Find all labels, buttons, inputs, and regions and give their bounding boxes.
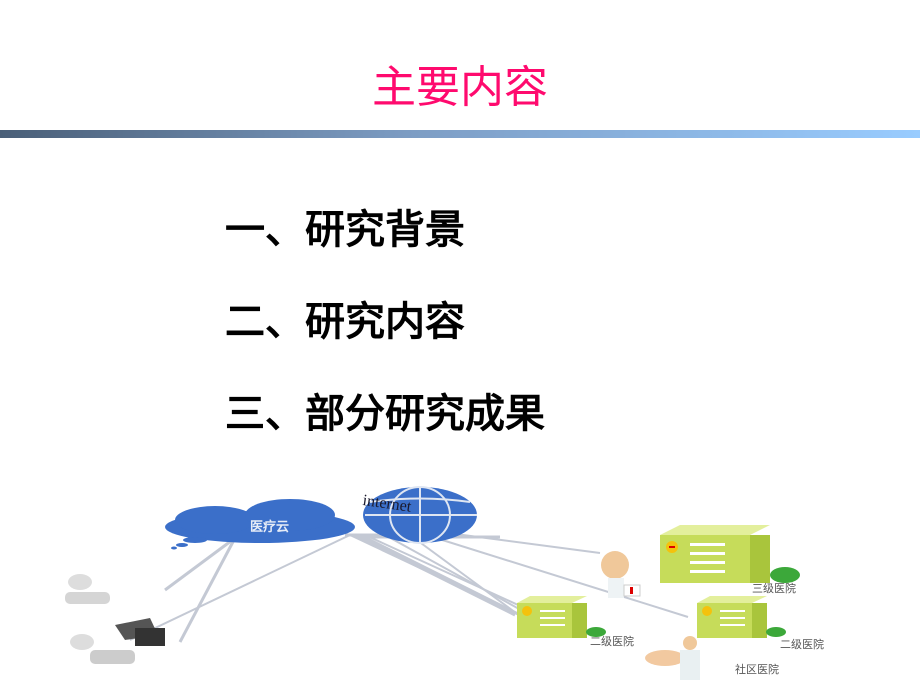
toc-item: 二、研究内容: [225, 299, 465, 345]
globe-icon: internet: [362, 486, 477, 544]
hospital-label: 三级医院: [752, 581, 796, 595]
globe-label: internet: [362, 492, 413, 516]
hospital-label: 社区医院: [735, 662, 779, 676]
user-laptop-icon: [65, 574, 110, 604]
hospital-label: 二级医院: [590, 634, 634, 648]
slide-title: 主要内容: [372, 62, 548, 113]
toc-item: 一、研究背景: [225, 207, 465, 253]
hospital-label: 二级医院: [780, 637, 824, 651]
doctor-icon: [601, 551, 641, 598]
user-laptop-icon: [70, 618, 165, 664]
cloud-label: 医疗云: [250, 519, 289, 535]
hospital-building-icon: 三级医院: [660, 525, 800, 595]
toc-list: 一、研究背景 二、研究内容 三、部分研究成果: [225, 200, 545, 476]
title-divider: [0, 130, 920, 138]
cloud-icon: 医疗云: [165, 499, 355, 550]
hospital-building-icon: 二级医院: [697, 596, 824, 651]
hospital-building-icon: 二级医院: [517, 596, 634, 648]
toc-item: 三、部分研究成果: [225, 391, 545, 437]
doctor-stethoscope-icon: 社区医院: [645, 636, 779, 680]
